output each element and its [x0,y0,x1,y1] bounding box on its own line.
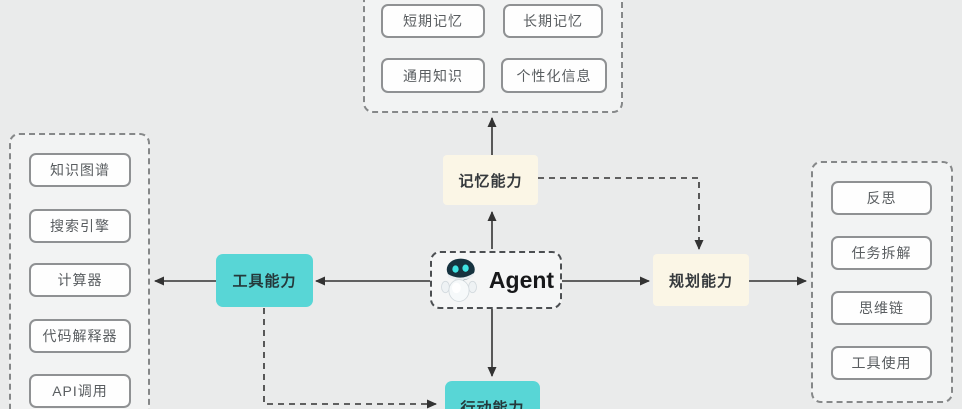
node-label: 思维链 [859,300,904,316]
node-general-knowledge: 通用知识 [381,58,485,93]
dashed-arrow-tools-to-action [263,308,437,409]
node-label: 反思 [866,190,897,206]
node-search-engine: 搜索引擎 [29,209,131,243]
capability-label: 工具能力 [232,273,297,290]
dashed-arrow-memory-to-planning [538,177,704,250]
agent-node: Agent [430,251,562,309]
node-task-decomposition: 任务拆解 [831,236,932,270]
capability-memory: 记忆能力 [443,155,538,205]
node-long-term-memory: 长期记忆 [503,4,603,38]
node-label: API调用 [52,383,108,399]
node-label: 工具使用 [851,355,912,371]
node-personalized-info: 个性化信息 [501,58,607,93]
agent-label: Agent [488,266,555,293]
capability-action: 行动能力 [445,381,540,409]
node-reflection: 反思 [831,181,932,215]
node-knowledge-graph: 知识图谱 [29,153,131,187]
node-label: 代码解释器 [42,328,118,344]
capability-label: 记忆能力 [458,172,523,190]
node-chain-of-thought: 思维链 [831,291,932,325]
capability-label: 规划能力 [668,272,733,290]
node-label: 短期记忆 [403,13,463,29]
capability-tools: 工具能力 [216,254,313,307]
node-label: 任务拆解 [851,245,912,261]
node-label: 个性化信息 [516,67,592,84]
node-calculator: 计算器 [29,263,131,297]
node-label: 计算器 [57,272,103,288]
node-code-interpreter: 代码解释器 [29,319,131,353]
node-label: 通用知识 [403,67,463,84]
capability-label: 行动能力 [460,399,525,409]
node-label: 知识图谱 [50,162,110,178]
node-label: 搜索引擎 [50,218,110,234]
node-label: 长期记忆 [523,13,583,29]
node-api-call: API调用 [29,374,131,408]
node-tool-use: 工具使用 [831,346,932,380]
robot-icon [438,257,480,303]
node-short-term-memory: 短期记忆 [381,4,485,38]
capability-planning: 规划能力 [653,254,749,306]
